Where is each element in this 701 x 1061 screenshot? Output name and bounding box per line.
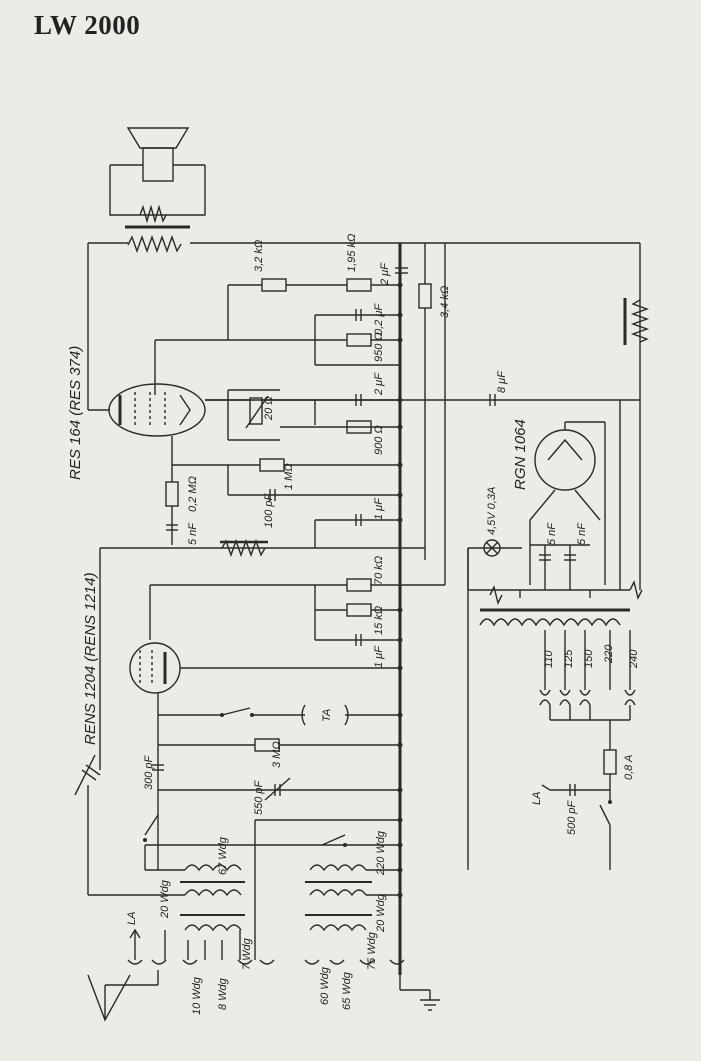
label-coil-65: 65 Wdg bbox=[341, 971, 353, 1010]
resistor-0-2M bbox=[165, 481, 179, 507]
label-c-300pf: 300 pF bbox=[143, 754, 155, 790]
label-c-2uf: 2 μF bbox=[373, 372, 385, 396]
antenna-terminals bbox=[87, 928, 405, 1022]
label-tap-240: 240 bbox=[628, 649, 640, 669]
label-coil-20-right: 20 Wdg bbox=[375, 893, 387, 933]
label-c-500pf: 500 pF bbox=[566, 799, 578, 835]
label-tube-rectifier: RGN 1064 bbox=[512, 419, 529, 490]
label-r-950: 950 Ω bbox=[373, 332, 385, 362]
label-coil-75: 75 Wdg bbox=[366, 931, 378, 970]
label-coil-60: 60 Wdg bbox=[319, 966, 331, 1005]
component-labels: 3,2 kΩ 1,95 kΩ 2 μF 3,4 kΩ 0,2 μF 950 Ω … bbox=[67, 234, 640, 1015]
label-c-8uf: 8 μF bbox=[496, 370, 508, 393]
label-c-0-2uf: 0,2 μF bbox=[373, 303, 385, 335]
pickup-switch bbox=[152, 704, 403, 801]
audio-tube bbox=[108, 383, 206, 437]
resistor-1M bbox=[259, 458, 285, 472]
label-la-right: LA bbox=[531, 792, 543, 805]
label-la-left: LA bbox=[126, 912, 138, 925]
label-r-900: 900 Ω bbox=[373, 425, 385, 455]
coil-right bbox=[305, 834, 403, 932]
label-coil-67: 67 Wdg bbox=[217, 836, 229, 875]
label-coil-7: 7 Wdg bbox=[241, 937, 253, 970]
coil-left-top bbox=[88, 814, 403, 960]
label-coil-10: 10 Wdg bbox=[191, 976, 203, 1015]
power-section bbox=[467, 400, 643, 870]
label-ta: TA bbox=[321, 709, 333, 722]
resistor-3k2 bbox=[261, 278, 287, 292]
label-fuse: 0,8 A bbox=[623, 755, 635, 780]
resistor-70k bbox=[346, 578, 372, 592]
label-tap-125: 125 bbox=[563, 649, 575, 668]
label-tube-audio: RES 164 (RES 374) bbox=[67, 346, 84, 480]
label-r-3k2: 3,2 kΩ bbox=[253, 240, 265, 272]
label-c-100pf: 100 pF bbox=[263, 492, 275, 528]
detector-network bbox=[149, 578, 445, 646]
resistor-3M bbox=[254, 738, 280, 752]
fuse bbox=[603, 749, 617, 775]
detector-tube bbox=[129, 642, 403, 870]
label-tube-detector: RENS 1204 (RENS 1214) bbox=[82, 572, 99, 745]
resistor-15k bbox=[346, 603, 372, 617]
coupling-network bbox=[100, 436, 425, 558]
filter-choke bbox=[623, 298, 650, 345]
label-tap-220: 220 bbox=[603, 644, 615, 664]
resistor-1k95 bbox=[346, 278, 372, 292]
label-coil-8: 8 Wdg bbox=[217, 977, 229, 1010]
resistor-950 bbox=[346, 333, 372, 347]
label-tap-150: 150 bbox=[583, 649, 595, 668]
label-r-3m: 3 MΩ bbox=[271, 741, 283, 768]
label-c-2uf-top: 2 μF bbox=[379, 262, 391, 286]
label-r-20: 20 Ω bbox=[263, 396, 275, 421]
label-tap-110: 110 bbox=[543, 650, 555, 668]
label-r-0-2m: 0,2 MΩ bbox=[187, 476, 199, 512]
label-coil-20-left: 20 Wdg bbox=[159, 879, 171, 919]
resistor-3k4 bbox=[418, 283, 432, 309]
rectifier-tube bbox=[529, 421, 606, 585]
label-r-70k: 70 kΩ bbox=[373, 556, 385, 585]
top-ladder bbox=[154, 267, 432, 395]
label-coil-220: 220 Wdg bbox=[375, 830, 387, 876]
label-c-5nf-left: 5 nF bbox=[187, 522, 199, 545]
reaction-capacitor bbox=[74, 548, 101, 895]
label-r-1k95: 1,95 kΩ bbox=[346, 234, 358, 272]
label-lamp: 4,5V 0,3A bbox=[486, 487, 498, 535]
label-c-5nf-a: 5 nF bbox=[546, 522, 558, 545]
label-c-1uf-mid: 1 μF bbox=[373, 497, 385, 520]
label-c-5nf-b: 5 nF bbox=[576, 522, 588, 545]
label-c-1uf-low: 1 μF bbox=[373, 645, 385, 668]
page-title: LW 2000 bbox=[34, 10, 141, 40]
bias-network bbox=[205, 389, 640, 441]
label-r-3k4: 3,4 kΩ bbox=[439, 286, 451, 318]
label-r-1m: 1 MΩ bbox=[283, 463, 295, 490]
label-r-15k: 15 kΩ bbox=[373, 606, 385, 635]
label-c-550pf: 550 pF bbox=[253, 779, 265, 815]
loudspeaker-icon bbox=[109, 127, 206, 254]
